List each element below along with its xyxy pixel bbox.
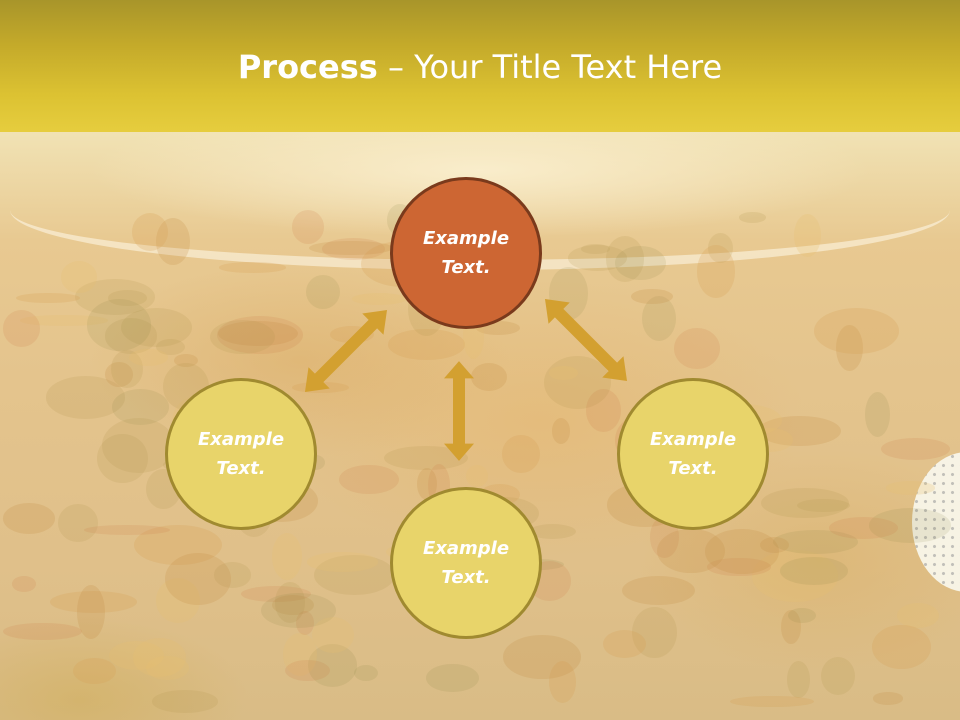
arrow-top-left <box>294 299 398 403</box>
node-label-line2: Text. <box>216 458 266 479</box>
title-bold: Process <box>237 48 378 86</box>
node-label-line2: Text. <box>668 458 718 479</box>
node-label-line2: Text. <box>441 567 491 588</box>
slide-title: Process – Your Title Text Here <box>0 48 960 86</box>
title-bar <box>0 0 960 132</box>
node-label-line1: Example <box>422 538 510 559</box>
node-label-line1: Example <box>197 429 285 450</box>
node-label-line1: Example <box>649 429 737 450</box>
arrow-top-right <box>534 288 638 392</box>
node-label-line1: Example <box>422 228 510 249</box>
title-rest: – Your Title Text Here <box>377 48 723 86</box>
node-label-line2: Text. <box>441 257 491 278</box>
arrow-vertical <box>444 361 474 461</box>
